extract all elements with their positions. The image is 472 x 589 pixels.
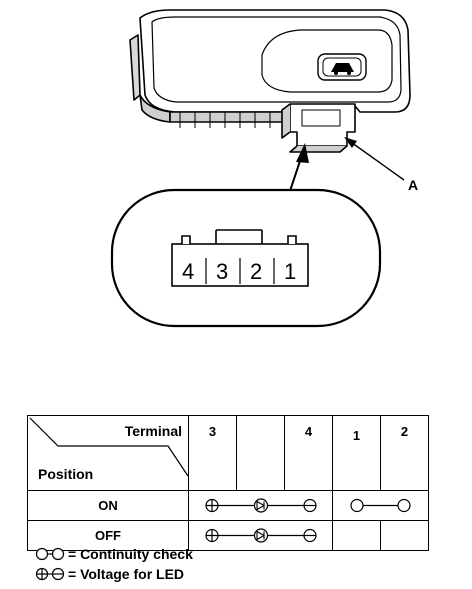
connector-face: [171, 229, 309, 287]
legend-continuity-text: = Continuity check: [68, 546, 193, 562]
switch-housing: [129, 9, 411, 128]
voltage-symbol-icon: [35, 567, 65, 581]
row-position-on: ON: [27, 490, 189, 521]
callout-arrowhead: [344, 137, 357, 148]
position-label: Position: [38, 466, 94, 482]
continuity-on: [332, 490, 429, 521]
terminal-col-4: 4: [284, 415, 333, 491]
pin-label-1: 1: [284, 259, 296, 284]
continuity-table: Terminal Position 3 4 1 2 ON: [27, 415, 429, 551]
header-corner-cell: Terminal Position: [27, 415, 189, 491]
table-row-off: OFF: [27, 520, 429, 551]
pin-label-4: 4: [182, 259, 194, 284]
terminal-col-2: 2: [380, 415, 429, 491]
switch-illustration: A 4 3 2 1: [110, 9, 418, 328]
corner-divider: [29, 417, 189, 477]
part-label-a: A: [408, 177, 418, 193]
connector-a: [281, 103, 356, 153]
continuity-symbol-icon: [35, 547, 65, 561]
legend-voltage: = Voltage for LED: [35, 566, 184, 582]
cell-off-2: [380, 520, 429, 551]
terminal-col-3: 3: [188, 415, 237, 491]
table-row-on: ON: [27, 490, 429, 521]
terminal-col-blank: [236, 415, 285, 491]
row-position-off: OFF: [27, 520, 189, 551]
view-arrowhead: [296, 143, 309, 163]
terminal-col-1: 1: [332, 415, 381, 491]
legend-voltage-text: = Voltage for LED: [68, 566, 185, 582]
terminal-label: Terminal: [124, 423, 182, 439]
callout-leader-line: [347, 139, 405, 181]
cell-off-1: [332, 520, 381, 551]
table-header-row: Terminal Position 3 4 1 2: [27, 415, 429, 491]
led-circuit-on: [188, 490, 333, 521]
led-circuit-off: [188, 520, 333, 551]
legend-continuity: = Continuity check: [35, 546, 193, 562]
pin-label-2: 2: [250, 259, 262, 284]
lock-button-icon: [317, 53, 367, 81]
pin-label-3: 3: [216, 259, 228, 284]
